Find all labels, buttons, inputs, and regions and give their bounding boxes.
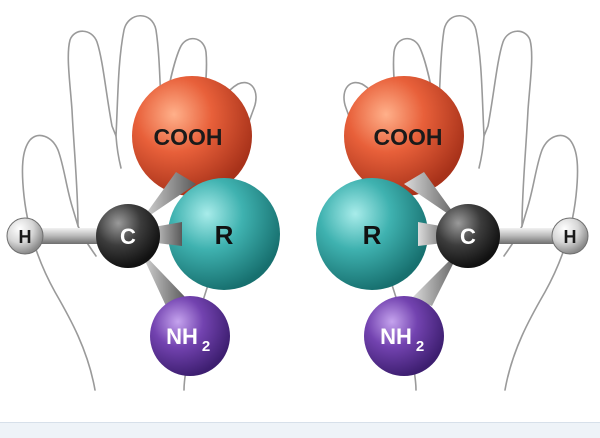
right-carbon-atom xyxy=(436,204,500,268)
right-hydrogen-atom xyxy=(551,217,589,255)
right-carboxyl-atom xyxy=(344,76,464,196)
left-amino-subscript: 2 xyxy=(202,338,210,355)
left-wedge-bond-amino xyxy=(140,250,186,306)
right-amino-label: NH xyxy=(380,324,412,349)
right-wedge-bond-amino xyxy=(412,250,460,306)
right-carbon-label: C xyxy=(460,224,476,249)
right-sidechain-atom xyxy=(316,178,428,290)
left-sidechain-label: R xyxy=(215,220,234,250)
left-carboxyl-atom xyxy=(132,76,252,196)
right-wedge-bond-carboxyl xyxy=(404,172,460,222)
left-hydrogen-label: H xyxy=(19,227,32,247)
left-carbon-atom xyxy=(96,204,160,268)
left-carboxyl-label: COOH xyxy=(154,124,223,150)
right-amino-atom xyxy=(364,296,444,376)
right-carboxyl-label: COOH xyxy=(374,124,443,150)
right-sidechain-label: R xyxy=(363,220,382,250)
footer-strip xyxy=(0,422,600,438)
left-sidechain-atom xyxy=(168,178,280,290)
left-amino-atom xyxy=(150,296,230,376)
left-molecule: H COOH R C NH 2 xyxy=(6,76,280,376)
left-carbon-label: C xyxy=(120,224,136,249)
left-hydrogen-atom xyxy=(6,217,44,255)
right-hydrogen-label: H xyxy=(564,227,577,247)
left-wedge-bond-carboxyl xyxy=(140,172,196,222)
left-amino-label: NH xyxy=(166,324,198,349)
right-amino-subscript: 2 xyxy=(416,338,424,355)
right-molecule: H COOH R C NH 2 xyxy=(316,76,589,376)
